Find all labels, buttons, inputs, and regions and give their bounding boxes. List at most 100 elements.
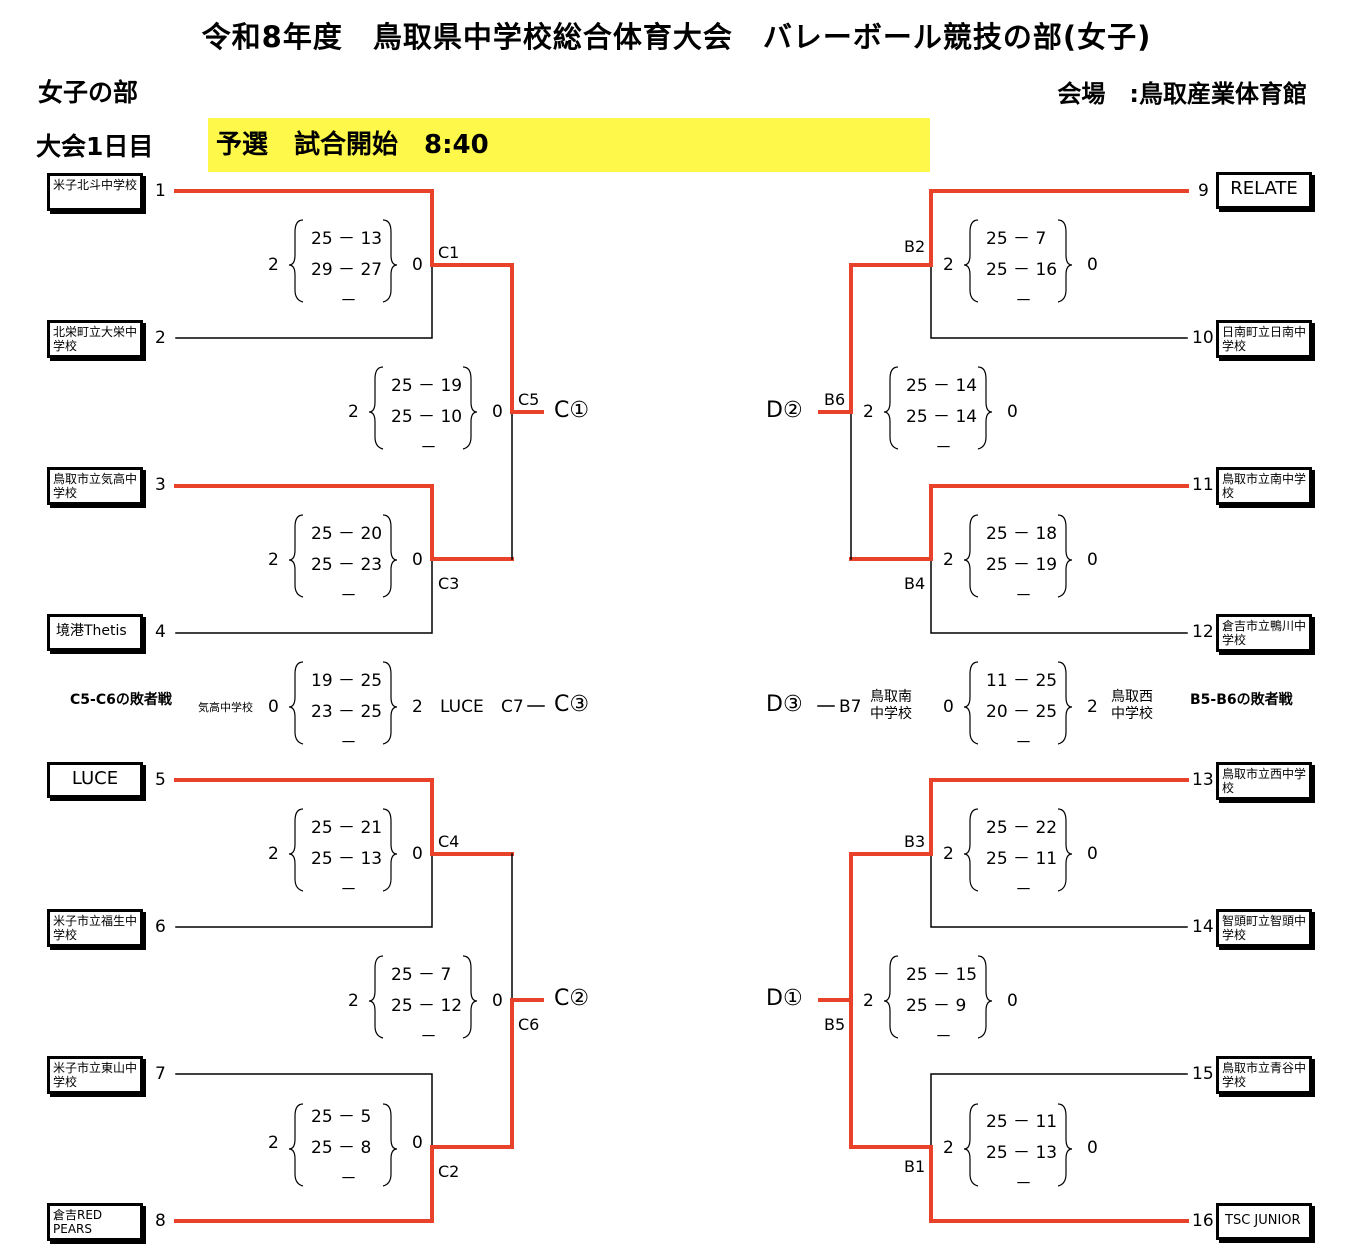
team-box-16: TSC JUNIOR <box>1216 1203 1312 1240</box>
brace <box>977 366 993 450</box>
line-c2-c6 <box>430 998 514 1149</box>
line-1-c1 <box>174 189 434 267</box>
match-label-c3: C3 <box>438 574 460 593</box>
sets-won-left: 2 <box>943 550 954 570</box>
page-title: 令和8年度 鳥取県中学校総合体育大会 バレーボール競技の部(女子) <box>201 20 1152 54</box>
line-16-b1 <box>929 1145 1189 1223</box>
set-score-2: 25 － 14 <box>906 407 978 427</box>
match-label-b2: B2 <box>904 237 926 256</box>
match-label-b7: B7 <box>839 697 862 717</box>
sets-won-right: 0 <box>412 255 423 275</box>
brace <box>288 661 304 745</box>
seed-number: 5 <box>155 770 166 790</box>
sets-won-left: 2 <box>348 402 359 422</box>
line-5-c4 <box>174 778 434 856</box>
set-score-2: 25 － 13 <box>311 849 383 869</box>
set-score-2: 25 － 19 <box>986 555 1058 575</box>
brace <box>1057 1103 1073 1187</box>
set-score-3: － <box>340 880 357 900</box>
set-score-3: － <box>1015 880 1032 900</box>
set-score-2: 23 － 25 <box>311 702 383 722</box>
sets-won-right: 0 <box>1087 844 1098 864</box>
set-score-2: 25 － 11 <box>986 849 1058 869</box>
brace <box>963 808 979 892</box>
team-box-3: 鳥取市立気高中学校 <box>47 467 143 505</box>
set-score-2: 25 － 13 <box>986 1143 1058 1163</box>
team-box-12: 倉吉市立鴨川中学校 <box>1216 614 1312 652</box>
sets-won-right: 0 <box>412 844 423 864</box>
team-box-8: 倉吉RED PEARS <box>47 1203 143 1241</box>
sets-won-right: 0 <box>412 550 423 570</box>
match-label-b6: B6 <box>824 390 846 409</box>
sets-won-right: 0 <box>492 991 503 1011</box>
brace <box>382 219 398 303</box>
seed-number: 2 <box>155 328 166 348</box>
team-box-11: 鳥取市立南中学校 <box>1216 467 1312 505</box>
line-6-c4 <box>175 853 433 928</box>
set-score-2: 25 － 16 <box>986 260 1058 280</box>
set-score-1: 19 － 25 <box>311 671 383 691</box>
brace <box>963 514 979 598</box>
b7-left-team: 鳥取南中学校 <box>870 689 912 722</box>
set-score-3: － <box>1015 586 1032 606</box>
set-score-2: 25 － 23 <box>311 555 383 575</box>
b7-right-team: 鳥取西中学校 <box>1111 689 1153 722</box>
sets-won-left: 2 <box>943 255 954 275</box>
brace <box>462 955 478 1039</box>
brace <box>963 1103 979 1187</box>
line-7-c2 <box>175 1073 433 1148</box>
brace <box>883 366 899 450</box>
line-c1-c5 <box>430 263 514 414</box>
seed-number: 1 <box>155 181 166 201</box>
division-label: 女子の部 <box>38 78 139 107</box>
brace <box>462 366 478 450</box>
result-d1: D① <box>766 986 803 1011</box>
team-box-9: RELATE <box>1216 172 1312 209</box>
seed-number: 8 <box>155 1211 166 1231</box>
match-label-c4: C4 <box>438 832 460 851</box>
set-score-1: 25 － 20 <box>311 524 383 544</box>
set-score-3: － <box>1015 291 1032 311</box>
brace <box>382 514 398 598</box>
set-score-1: 25 － 19 <box>391 376 463 396</box>
set-score-1: 25 － 13 <box>311 229 383 249</box>
brace <box>382 808 398 892</box>
line-15-b1 <box>930 1073 1188 1148</box>
day-label: 大会1日目 <box>36 132 154 161</box>
brace <box>382 661 398 745</box>
brace <box>288 514 304 598</box>
brace <box>382 1103 398 1187</box>
brace <box>977 955 993 1039</box>
line-14-b3 <box>930 853 1188 928</box>
seed-number: 12 <box>1192 622 1214 642</box>
sets-won-left: 2 <box>268 844 279 864</box>
sets-won-right: 0 <box>1007 991 1018 1011</box>
team-box-13: 鳥取市立西中学校 <box>1216 762 1312 800</box>
c7-left-team: 気高中学校 <box>198 701 253 714</box>
team-box-5: LUCE <box>47 762 143 798</box>
brace <box>1057 514 1073 598</box>
venue-label: 会場 :鳥取産業体育館 <box>1057 80 1307 108</box>
seed-number: 14 <box>1192 917 1214 937</box>
set-score-1: 25 － 5 <box>311 1107 372 1127</box>
sets-won-right: 0 <box>1087 255 1098 275</box>
line-3-c3 <box>174 484 434 561</box>
result-c1: C① <box>554 398 590 423</box>
set-score-2: 29 － 27 <box>311 260 383 280</box>
set-score-1: 25 － 7 <box>986 229 1047 249</box>
set-score-3: － <box>420 438 437 458</box>
brace <box>368 366 384 450</box>
set-score-2: 20 － 25 <box>986 702 1058 722</box>
seed-number: 6 <box>155 917 166 937</box>
sets-won-right: 0 <box>492 402 503 422</box>
c7-right-team: LUCE <box>440 697 484 717</box>
sets-won-left: 0 <box>943 697 954 717</box>
brace <box>288 1103 304 1187</box>
sets-won-right: 0 <box>1007 402 1018 422</box>
set-score-1: 25 － 14 <box>906 376 978 396</box>
line-b3-b5 <box>849 852 933 1002</box>
set-score-1: 25 － 18 <box>986 524 1058 544</box>
match-label-c7: C7 <box>501 697 524 717</box>
seed-number: 4 <box>155 622 166 642</box>
